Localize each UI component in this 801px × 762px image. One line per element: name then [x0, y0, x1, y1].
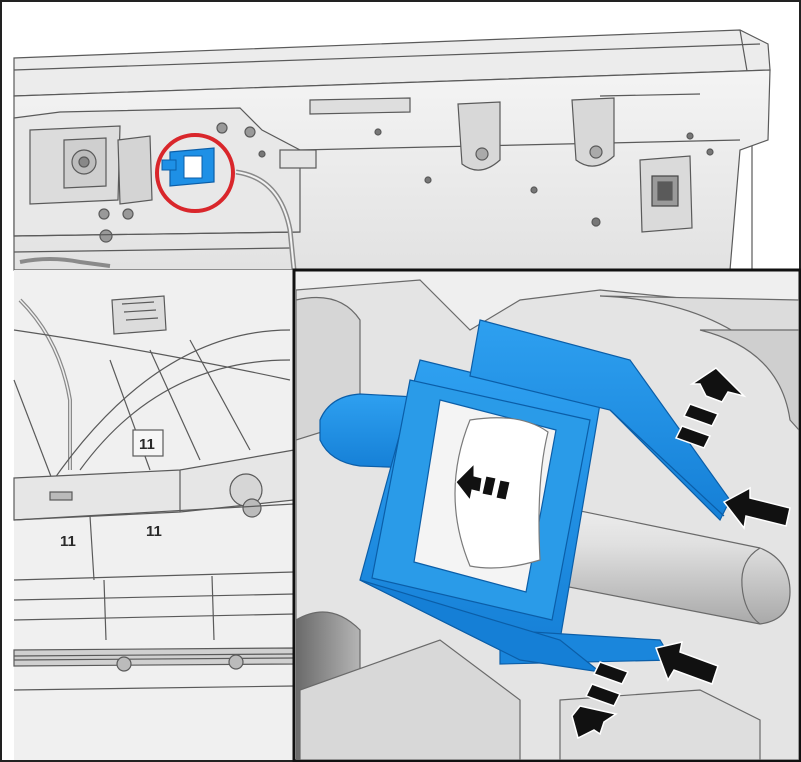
move-down-arrow: [571, 661, 630, 740]
push-arrow-upper: [722, 486, 791, 530]
overview-labels: 11 11 11: [60, 436, 162, 550]
label-11-a: 11: [139, 436, 155, 453]
move-up-arrow: [674, 367, 747, 449]
door-panel-overview: [13, 29, 771, 271]
door-trim-lower: [13, 257, 295, 760]
overview-clip-callout: [155, 133, 235, 213]
label-11-c: 11: [146, 523, 162, 540]
push-arrow-lower: [654, 641, 719, 685]
release-direction-arrow: [455, 462, 511, 502]
callout-circle: [155, 133, 235, 213]
detail-view: [292, 268, 801, 762]
label-11-b: 11: [60, 533, 76, 550]
